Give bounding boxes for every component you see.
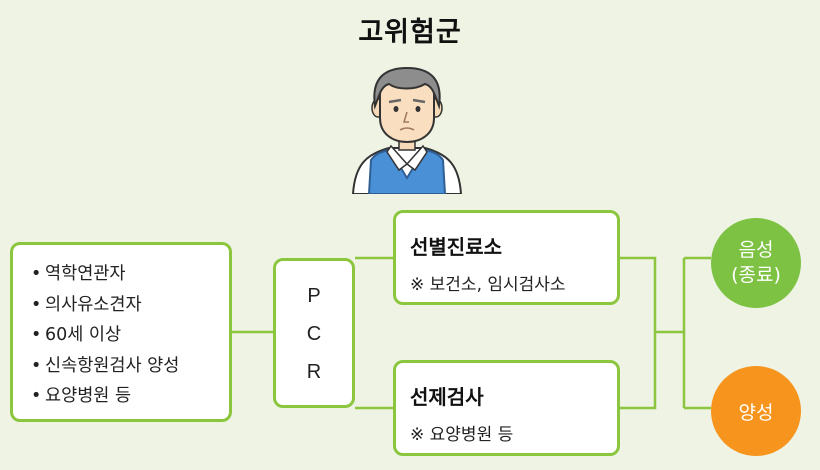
pcr-letter: C xyxy=(306,323,322,345)
criteria-box: •역학연관자 •의사유소견자 •60세 이상 •신속항원검사 양성 •요양병원 … xyxy=(10,242,232,422)
negative-result-circle: 음성 (종료) xyxy=(711,218,801,308)
pcr-box: P C R xyxy=(273,258,355,408)
preemptive-test-note: ※ 요양병원 등 xyxy=(410,425,514,445)
criteria-item: •신속항원검사 양성 xyxy=(31,355,180,376)
criteria-item: •60세 이상 xyxy=(31,325,122,345)
screening-clinic-note: ※ 보건소, 임시검사소 xyxy=(410,275,566,295)
criteria-item: •요양병원 등 xyxy=(31,386,132,406)
preemptive-test-box: 선제검사 ※ 요양병원 등 xyxy=(393,360,620,456)
pcr-letter: P xyxy=(307,285,321,307)
diagram-title: 고위험군 xyxy=(358,17,462,48)
pcr-letter: R xyxy=(306,361,322,383)
criteria-item: •역학연관자 xyxy=(31,264,126,284)
positive-result-circle: 양성 xyxy=(711,366,801,456)
negative-label: 음성 xyxy=(738,239,774,261)
negative-end-label: (종료) xyxy=(731,264,781,286)
screening-clinic-title: 선별진료소 xyxy=(410,235,502,259)
criteria-item: •의사유소견자 xyxy=(31,294,142,315)
elderly-man-icon xyxy=(351,66,463,194)
positive-label: 양성 xyxy=(738,401,774,424)
preemptive-test-title: 선제검사 xyxy=(410,385,484,409)
screening-clinic-box: 선별진료소 ※ 보건소, 임시검사소 xyxy=(393,210,620,305)
